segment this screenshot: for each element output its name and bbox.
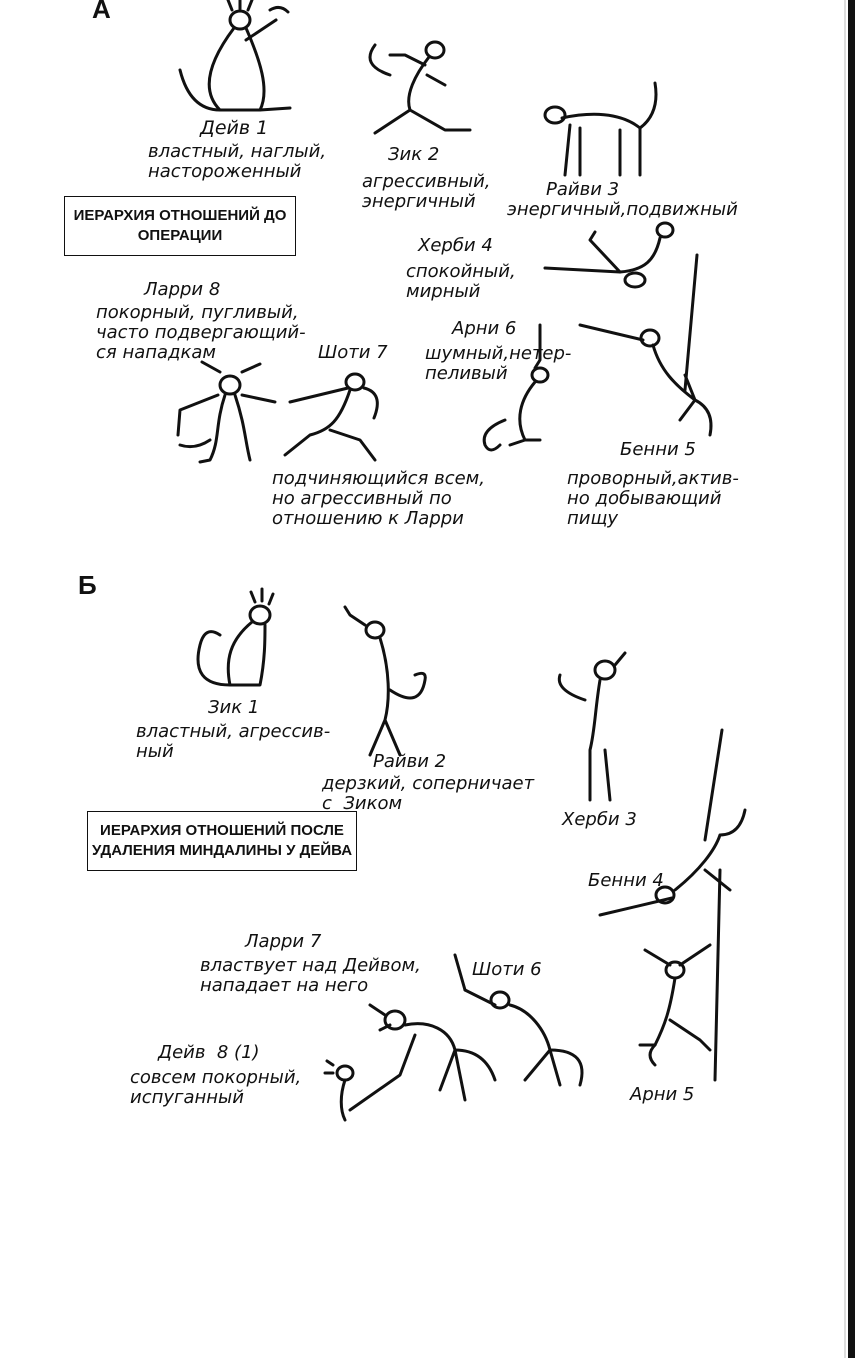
monkey-figure-larry-a <box>176 360 277 464</box>
animal-name-shoti-a: Шоти 7 <box>318 342 388 363</box>
monkey-figure-raivi-b <box>343 605 427 757</box>
animal-desc-larry-a: покорный, пугливый, часто подвергающий- … <box>96 302 306 363</box>
monkey-figure-arni-b <box>638 943 712 1067</box>
animal-desc-zik-a: агрессивный, энергичный <box>362 171 491 212</box>
animal-name-larry-b: Ларри 7 <box>245 931 322 952</box>
hierarchy-box-after: ИЕРАРХИЯ ОТНОШЕНИЙ ПОСЛЕ УДАЛЕНИЯ МИНДАЛ… <box>87 811 357 871</box>
monkey-figure-herbi-b <box>557 651 627 802</box>
animal-desc-benni-a: проворный,актив- но добывающий пищу <box>567 468 739 529</box>
monkey-figure-benni-a <box>578 253 713 437</box>
animal-name-dave-b: Дейв 8 (1) <box>158 1042 260 1063</box>
hierarchy-box-before: ИЕРАРХИЯ ОТНОШЕНИЙ ДО ОПЕРАЦИИ <box>64 196 296 256</box>
panel-b-letter: Б <box>78 570 97 600</box>
monkey-figure-herbi-a <box>543 221 675 289</box>
animal-desc-larry-b: властвует над Дейвом, нападает на него <box>200 955 421 996</box>
page-edge <box>848 0 855 1358</box>
animal-name-arni-b: Арни 5 <box>630 1084 695 1105</box>
animal-name-benni-a: Бенни 5 <box>620 439 696 460</box>
animal-name-zik-b: Зик 1 <box>208 697 260 718</box>
animal-name-herbi-a: Херби 4 <box>418 235 493 256</box>
monkey-figure-dave-b <box>323 1059 355 1122</box>
panel-a-letter: А <box>92 0 111 24</box>
animal-name-dave-a: Дейв 1 <box>200 117 269 139</box>
page-edge-shadow <box>844 0 846 1358</box>
animal-desc-arni-a: шумный,нетер- пеливый <box>425 343 572 384</box>
animal-name-raivi-a: Райви 3 <box>546 179 620 200</box>
animal-desc-raivi-a: энергичный,подвижный <box>507 199 738 220</box>
monkey-figure-larry-b <box>348 1003 497 1112</box>
monkey-figure-arni-a <box>482 323 550 452</box>
monkey-figure-raivi-a <box>543 81 658 177</box>
animal-name-herbi-b: Херби 3 <box>562 809 637 830</box>
monkey-figure-shoti-b <box>453 953 584 1087</box>
animal-name-larry-a: Ларри 8 <box>144 279 221 300</box>
monkey-figure-benni-b <box>598 728 747 1082</box>
animal-desc-herbi-a: спокойный, мирный <box>406 261 516 302</box>
animal-name-benni-b: Бенни 4 <box>588 870 664 891</box>
animal-desc-raivi-b: дерзкий, соперничает с Зиком <box>322 773 535 814</box>
monkey-figure-dave-a <box>178 0 292 112</box>
animal-desc-dave-b: совсем покорный, испуганный <box>130 1067 302 1108</box>
animal-desc-zik-b: властный, агрессив- ный <box>136 721 331 762</box>
animal-name-shoti-b: Шоти 6 <box>472 959 542 980</box>
animal-name-zik-a: Зик 2 <box>388 144 440 165</box>
animal-desc-dave-a: властный, наглый, настороженный <box>148 141 327 182</box>
animal-desc-shoti-a: подчиняющийся всем, но агрессивный по от… <box>272 468 485 529</box>
animal-name-arni-a: Арни 6 <box>452 318 517 339</box>
monkey-figure-zik-a <box>368 40 472 135</box>
animal-name-raivi-b: Райви 2 <box>373 751 447 772</box>
monkey-figure-shoti-a <box>283 372 379 462</box>
monkey-figure-zik-b <box>196 587 275 687</box>
